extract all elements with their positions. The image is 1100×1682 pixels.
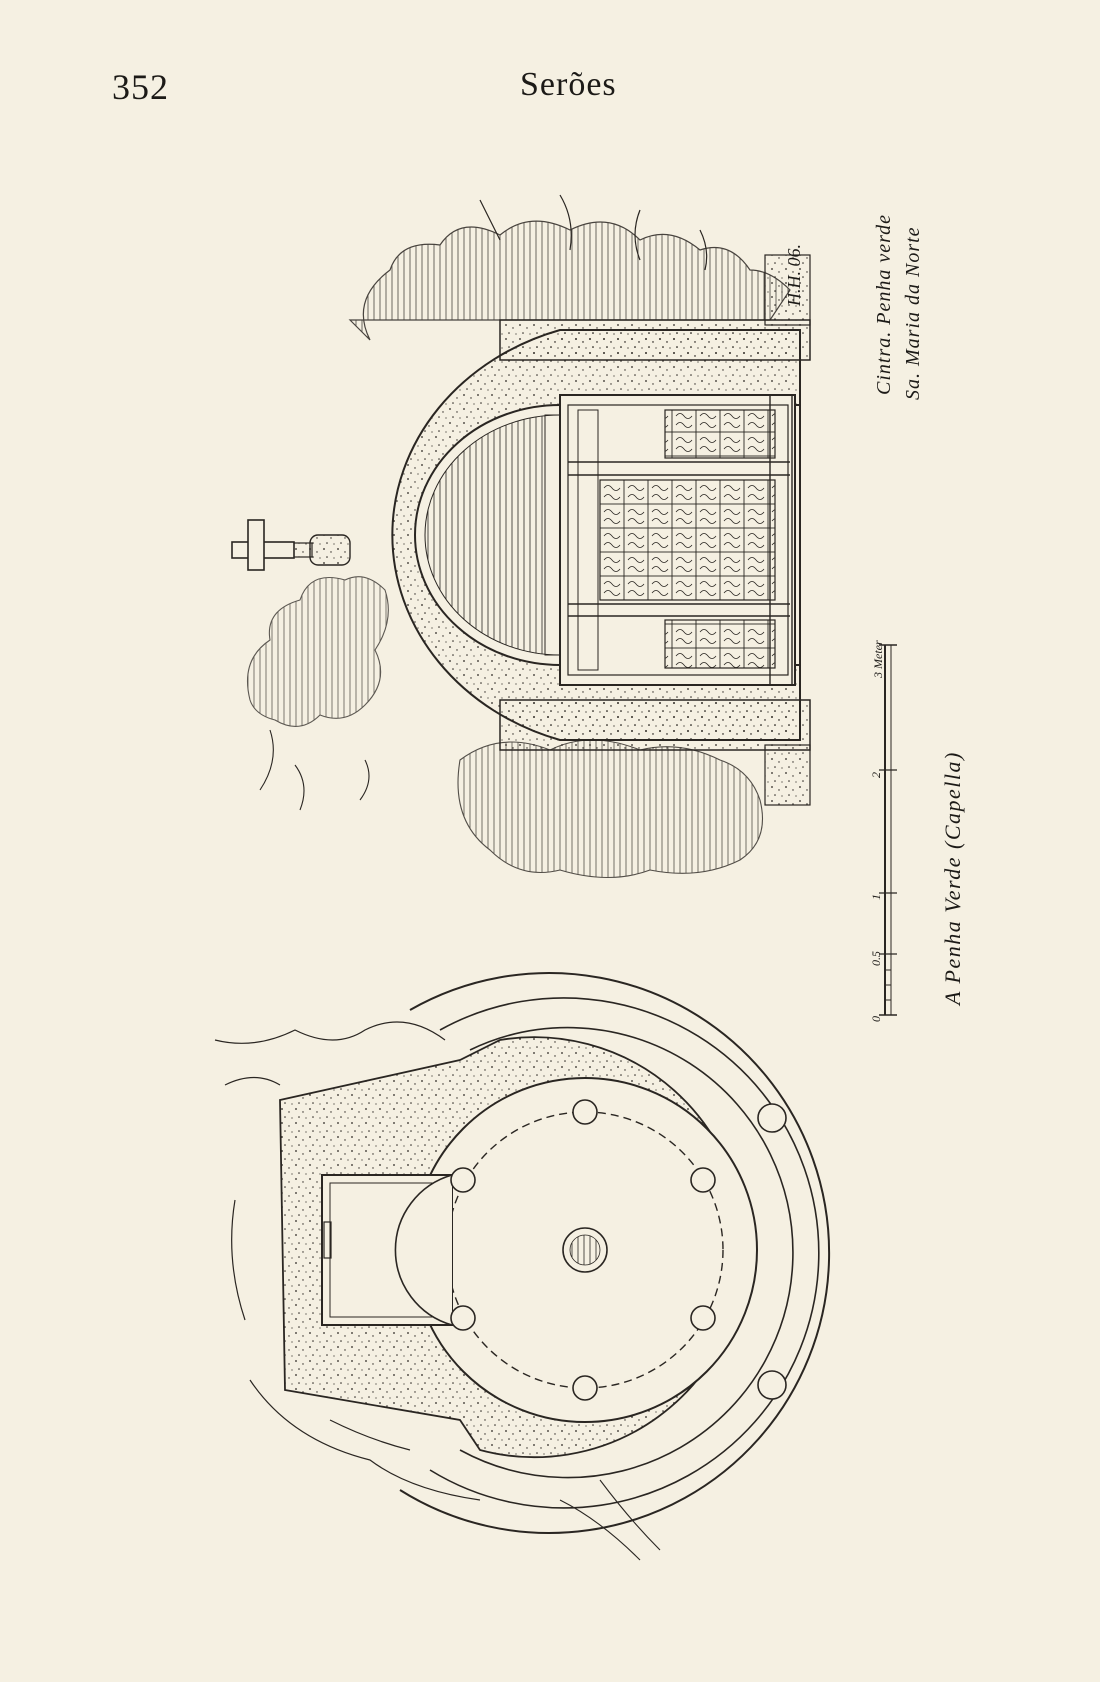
- scale-unit-label: 3 Meter: [871, 640, 885, 678]
- scale-bar: [879, 644, 897, 1016]
- chapel-plan: [214, 972, 831, 1561]
- place-inscription-line-1: Cintra. Penha verde: [873, 213, 895, 395]
- scale-tick-label: 2: [869, 772, 883, 778]
- running-head: Serões: [520, 66, 617, 103]
- scale-tick-label: 0: [869, 1016, 883, 1022]
- chapel-elevation: [231, 194, 811, 879]
- scale-tick-label: 1: [869, 894, 883, 900]
- page-number: 352: [112, 67, 169, 107]
- scale-tick-label: 0.5: [869, 951, 883, 966]
- place-inscription-line-2: Sa. Maria da Norte: [902, 226, 924, 400]
- artist-signature: H.H. 06.: [784, 244, 804, 306]
- plate-caption: A Penha Verde (Capella): [940, 751, 965, 1005]
